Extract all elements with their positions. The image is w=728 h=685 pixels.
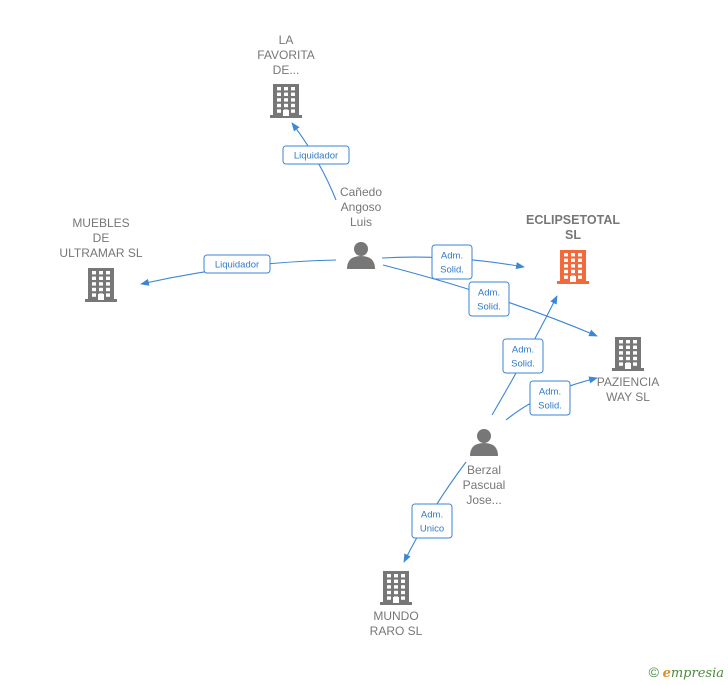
node-label: Pascual [463,478,506,492]
edge-label-canedo-lafavorita[interactable]: Liquidador [282,145,350,165]
node-label: Jose... [466,493,501,507]
edge-label-text: Adm. [441,251,463,262]
node-label: Angoso [341,200,382,214]
edge-label-canedo-muebles[interactable]: Liquidador [203,254,271,274]
brand-initial: e [662,666,671,681]
copyright-symbol: © [648,664,659,680]
edge-label-text: Adm. [539,387,561,398]
edge-label-text: Solid. [538,401,562,412]
building-icon [557,250,589,284]
edge-label-canedo-eclipsetotal[interactable]: Adm. Solid. [431,244,473,280]
edge-label-berzal-paziencia[interactable]: Adm. Solid. [529,380,571,416]
brand-logo[interactable]: empresia [663,666,724,681]
node-berzal[interactable]: BerzalPascualJose... [463,429,506,507]
edge-label-box [282,145,350,165]
building-icon [85,268,117,302]
node-label: ULTRAMAR SL [59,246,142,260]
edge-berzal-paziencia: Adm. Solid. [505,376,598,421]
edge-label-box [502,338,544,374]
edge-label-berzal-eclipsetotal[interactable]: Adm. Solid. [502,338,544,374]
node-label: LA [279,33,294,47]
edges-layer: LiquidadorLiquidadorAdm.Solid.Adm.Solid.… [140,122,598,563]
node-label: RARO SL [370,624,423,638]
edge-canedo-muebles: Liquidador [140,254,337,286]
building-icon [270,84,302,118]
person-icon [347,242,375,269]
node-label: ECLIPSETOTAL [526,213,620,227]
node-label: WAY SL [606,390,650,404]
node-label: DE... [273,63,300,77]
building-icon [612,337,644,371]
node-label: PAZIENCIA [597,375,659,389]
edge-label-text: Unico [420,524,444,535]
building-icon [380,571,412,605]
edge-label-text: Adm. [478,288,500,299]
edge-label-canedo-paziencia[interactable]: Adm. Solid. [468,281,510,317]
node-label: FAVORITA [257,48,315,62]
edge-canedo-paziencia: Adm. Solid. [382,264,598,337]
edge-berzal-mundoraro: Adm. Unico [403,461,467,563]
edge-label-box [203,254,271,274]
footer-brand: © empresia [649,664,724,681]
edge-label-box [529,380,571,416]
node-label: DE [93,231,110,245]
edge-label-berzal-mundoraro[interactable]: Adm. Unico [411,503,453,539]
edge-label-text: Adm. [512,345,534,356]
person-icon [470,429,498,456]
brand-name: mpresia [670,666,724,681]
edge-label-text: Solid. [477,302,501,313]
node-label: MUNDO [373,609,418,623]
edge-label-text: Solid. [511,359,535,370]
edge-label-text: Solid. [440,265,464,276]
edge-label-text: Adm. [421,510,443,521]
edge-label-text: Liquidador [215,260,259,271]
node-label: SL [565,228,581,242]
edge-canedo-eclipsetotal: Adm. Solid. [381,244,525,280]
node-label: Berzal [467,463,501,477]
node-label: MUEBLES [72,216,129,230]
edge-label-text: Liquidador [294,151,338,162]
edge-canedo-lafavorita: Liquidador [282,122,350,201]
edge-label-box [431,244,473,280]
edge-label-box [468,281,510,317]
node-la-favorita[interactable]: LAFAVORITADE... [257,33,315,118]
node-label: Cañedo [340,185,382,199]
edge-label-box [411,503,453,539]
edge-berzal-eclipsetotal: Adm. Solid. [491,295,558,416]
node-label: Luis [350,215,372,229]
